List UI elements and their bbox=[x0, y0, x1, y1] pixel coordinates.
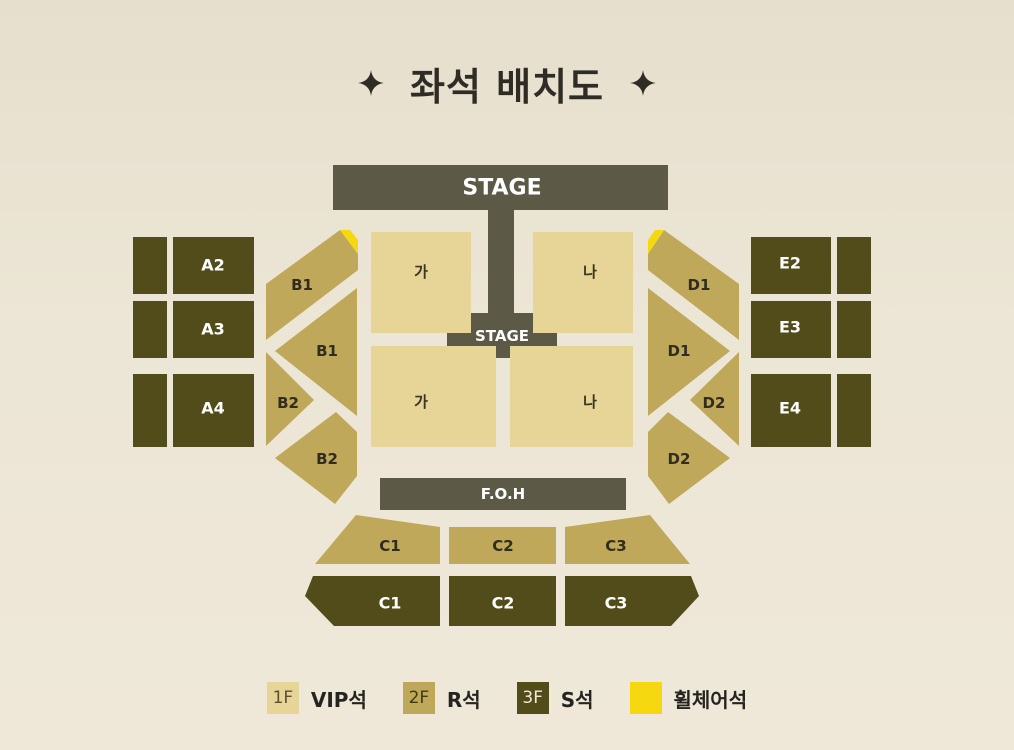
section-b1-lower[interactable]: B1 bbox=[275, 288, 357, 416]
legend-swatch-2f: 2F bbox=[402, 682, 435, 714]
legend-item-vip: 1F VIP석 bbox=[266, 682, 367, 714]
section-na-lower[interactable]: 나 bbox=[510, 346, 633, 447]
section-label: A4 bbox=[201, 399, 225, 418]
section-d2-upper[interactable]: D2 bbox=[690, 352, 739, 446]
section-a3[interactable]: A3 bbox=[133, 301, 254, 358]
section-c1-upper[interactable]: C1 bbox=[315, 515, 440, 564]
section-d1-upper[interactable]: D1 bbox=[648, 230, 739, 340]
legend-label: 휠체어석 bbox=[673, 687, 748, 712]
section-label: 가 bbox=[414, 263, 428, 281]
section-label: E3 bbox=[779, 318, 801, 337]
wheelchair-area bbox=[648, 230, 664, 254]
section-c3-upper[interactable]: C3 bbox=[565, 515, 690, 564]
section-label: C2 bbox=[492, 537, 513, 555]
section-a4[interactable]: A4 bbox=[133, 374, 254, 447]
section-label: D2 bbox=[703, 394, 726, 412]
legend: 1F VIP석 2F R석 3F S석 휠체어석 bbox=[0, 678, 1014, 718]
stage-label: STAGE bbox=[462, 176, 541, 201]
section-label: B2 bbox=[277, 394, 299, 412]
legend-label: VIP석 bbox=[310, 687, 367, 712]
section-na-upper[interactable]: 나 bbox=[533, 232, 633, 333]
sparkle-icon bbox=[357, 70, 384, 96]
section-label: B1 bbox=[316, 342, 338, 360]
legend-item-wheelchair: 휠체어석 bbox=[629, 682, 748, 714]
section-label: E4 bbox=[779, 399, 801, 418]
section-d2-lower[interactable]: D2 bbox=[648, 412, 730, 504]
section-ga-lower[interactable]: 가 bbox=[371, 346, 496, 447]
section-label: 가 bbox=[414, 393, 428, 411]
section-e3[interactable]: E3 bbox=[751, 301, 871, 358]
legend-swatch-3f: 3F bbox=[516, 682, 549, 714]
section-label: B1 bbox=[291, 276, 313, 294]
section-c3-lower[interactable]: C3 bbox=[565, 576, 699, 626]
wheelchair-area bbox=[340, 230, 358, 254]
section-label: B2 bbox=[316, 450, 338, 468]
page-title: 좌석 배치도 bbox=[409, 64, 605, 109]
section-label: A3 bbox=[201, 320, 225, 339]
section-e4[interactable]: E4 bbox=[751, 374, 871, 447]
section-label: C1 bbox=[379, 594, 402, 613]
section-label: C2 bbox=[492, 594, 515, 613]
foh: F.O.H bbox=[380, 478, 626, 510]
legend-swatch-wheelchair bbox=[629, 682, 662, 714]
section-label: 나 bbox=[583, 263, 597, 281]
section-b2-upper[interactable]: B2 bbox=[266, 352, 314, 446]
section-ga-upper[interactable]: 가 bbox=[371, 232, 471, 333]
legend-item-r: 2F R석 bbox=[402, 682, 481, 714]
section-label: D1 bbox=[688, 276, 711, 294]
section-b1-upper[interactable]: B1 bbox=[266, 230, 358, 340]
title-row: 좌석 배치도 bbox=[0, 48, 1014, 118]
section-label: E2 bbox=[779, 254, 801, 273]
section-a2[interactable]: A2 bbox=[133, 237, 254, 294]
section-label: D2 bbox=[668, 450, 691, 468]
section-d1-lower[interactable]: D1 bbox=[648, 288, 730, 416]
legend-swatch-1f: 1F bbox=[266, 682, 299, 714]
section-e2[interactable]: E2 bbox=[751, 237, 871, 294]
section-label: C3 bbox=[605, 537, 626, 555]
section-label: C3 bbox=[605, 594, 628, 613]
legend-label: R석 bbox=[446, 687, 481, 712]
legend-label: S석 bbox=[560, 687, 594, 712]
foh-label: F.O.H bbox=[481, 485, 525, 503]
thrust-stage-label: STAGE bbox=[475, 327, 529, 345]
section-c1-lower[interactable]: C1 bbox=[305, 576, 440, 626]
legend-item-s: 3F S석 bbox=[516, 682, 594, 714]
section-c2-lower[interactable]: C2 bbox=[449, 576, 556, 626]
section-c2-upper[interactable]: C2 bbox=[449, 527, 556, 564]
section-b2-lower[interactable]: B2 bbox=[275, 412, 357, 504]
section-label: D1 bbox=[668, 342, 691, 360]
sparkle-icon bbox=[630, 70, 657, 96]
section-label: C1 bbox=[379, 537, 400, 555]
section-label: 나 bbox=[583, 393, 597, 411]
section-label: A2 bbox=[201, 256, 225, 275]
